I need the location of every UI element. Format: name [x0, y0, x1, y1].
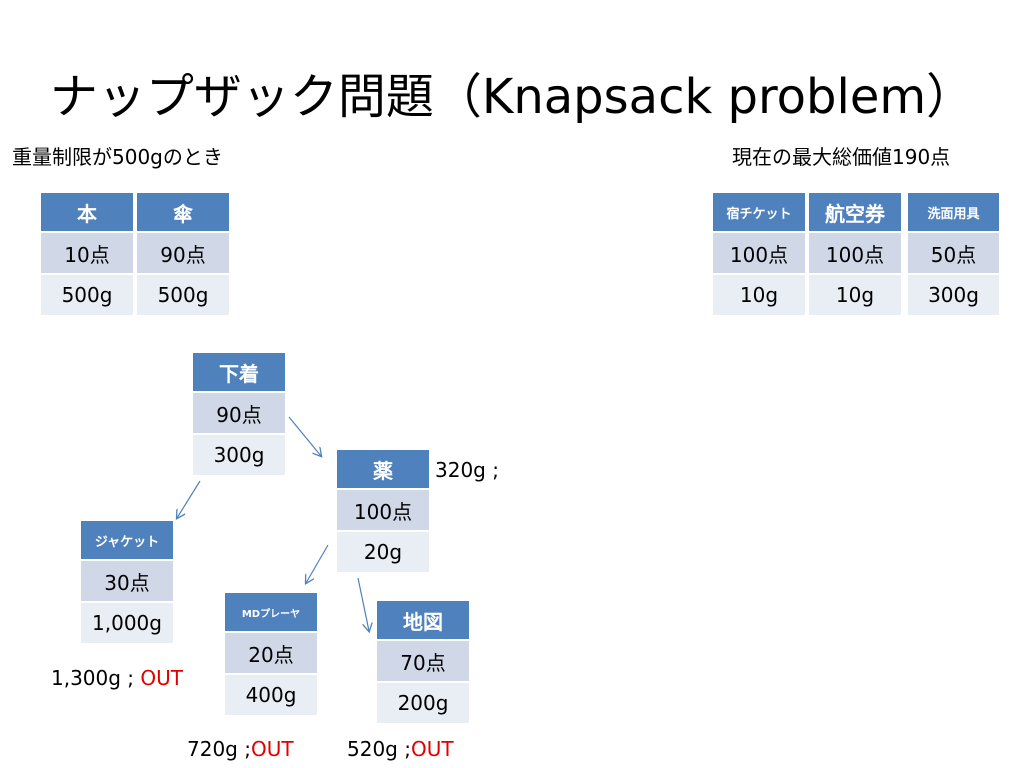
- item-weight: 500g: [41, 275, 133, 315]
- out-label: OUT: [410, 737, 454, 761]
- item-name: ジャケット: [81, 521, 173, 559]
- weight-limit-text: 重量制限が500gのとき: [12, 145, 223, 169]
- md-player-total-weight: 720g ;OUT: [187, 736, 294, 762]
- item-value: 100点: [809, 233, 901, 273]
- map-total-weight: 520g ;OUT: [347, 736, 454, 762]
- item-value: 30点: [81, 561, 173, 601]
- item-card-flight-ticket: 航空券 100点 10g: [809, 193, 901, 315]
- out-label: OUT: [140, 666, 184, 690]
- item-weight: 10g: [809, 275, 901, 315]
- item-name: MDプレーヤ: [225, 593, 317, 631]
- item-name: 洗面用具: [908, 193, 999, 231]
- item-name: 宿チケット: [713, 193, 805, 231]
- item-name: 薬: [337, 450, 429, 488]
- item-name: 本: [41, 193, 133, 231]
- item-weight: 1,000g: [81, 603, 173, 643]
- item-card-map: 地図 70点 200g: [377, 601, 469, 723]
- item-card-umbrella: 傘 90点 500g: [137, 193, 229, 315]
- item-name: 傘: [137, 193, 229, 231]
- item-weight: 20g: [337, 532, 429, 572]
- item-name: 航空券: [809, 193, 901, 231]
- item-name: 下着: [193, 353, 285, 391]
- item-value: 50点: [908, 233, 999, 273]
- arrow-underwear-to-jacket: [177, 480, 201, 518]
- item-value: 100点: [337, 490, 429, 530]
- item-value: 90点: [193, 393, 285, 433]
- item-value: 10点: [41, 233, 133, 273]
- jacket-total-weight: 1,300g ; OUT: [51, 665, 183, 691]
- item-value: 90点: [137, 233, 229, 273]
- item-weight: 10g: [713, 275, 805, 315]
- item-value: 20点: [225, 633, 317, 673]
- item-card-hotel-ticket: 宿チケット 100点 10g: [713, 193, 805, 315]
- item-name: 地図: [377, 601, 469, 639]
- item-card-medicine: 薬 100点 20g: [337, 450, 429, 572]
- item-card-book: 本 10点 500g: [41, 193, 133, 315]
- total-weight: 720g ;: [187, 737, 251, 761]
- item-card-md-player: MDプレーヤ 20点 400g: [225, 593, 317, 715]
- arrow-underwear-to-medicine: [288, 416, 321, 456]
- arrow-medicine-to-md-player: [306, 544, 329, 583]
- item-weight: 200g: [377, 683, 469, 723]
- total-weight: 520g ;: [347, 737, 411, 761]
- item-weight: 300g: [908, 275, 999, 315]
- slide-title: ナップザック問題（Knapsack problem）: [49, 69, 975, 125]
- current-max-text: 現在の最大総価値190点: [732, 145, 951, 169]
- out-label: OUT: [250, 737, 294, 761]
- item-weight: 400g: [225, 675, 317, 715]
- item-card-jacket: ジャケット 30点 1,000g: [81, 521, 173, 643]
- item-weight: 300g: [193, 435, 285, 475]
- item-value: 100点: [713, 233, 805, 273]
- item-value: 70点: [377, 641, 469, 681]
- item-weight: 500g: [137, 275, 229, 315]
- item-card-underwear: 下着 90点 300g: [193, 353, 285, 475]
- arrow-medicine-to-map: [357, 577, 369, 631]
- total-weight: 1,300g ;: [51, 666, 135, 690]
- item-card-toiletry: 洗面用具 50点 300g: [908, 193, 999, 315]
- medicine-total-weight: 320g ;: [435, 458, 499, 482]
